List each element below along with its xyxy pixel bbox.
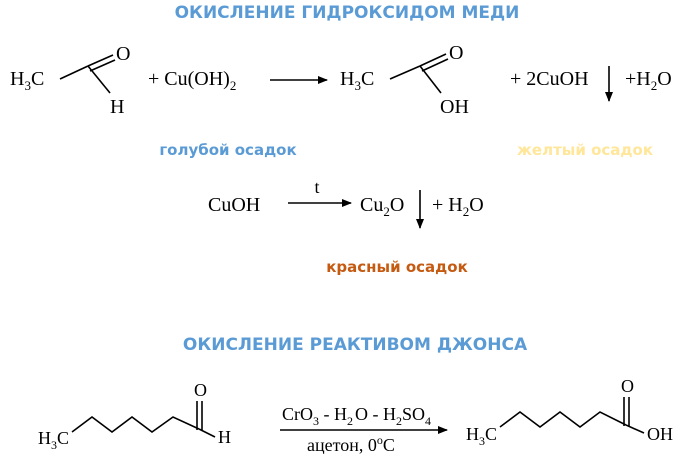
hexanoic-acid-chain [499, 411, 627, 428]
hexanoic-acid-o: O [621, 376, 634, 396]
acetic-acid-h3c: H3C [340, 68, 374, 93]
heat-label: t [314, 177, 319, 197]
label-red-precipitate: красный осадок [326, 258, 468, 276]
acetaldehyde-o: O [116, 43, 130, 65]
hexanoic-acid-oh: OH [647, 424, 673, 444]
acetaldehyde-bond-c-o-2 [89, 59, 116, 72]
acetic-acid-bond-c-oh [419, 65, 442, 94]
hexanal-o: O [194, 380, 207, 400]
copper-i-hydroxide: + 2CuOH [510, 68, 589, 90]
acetic-acid-bond-c-c [389, 65, 421, 80]
water-product-2: + H2O [432, 194, 484, 219]
reaction-2: CuOH t Cu2O + H2O [208, 177, 484, 229]
acetaldehyde-h3c: H3C [10, 68, 44, 93]
acetic-acid-oh: OH [440, 96, 469, 118]
acetaldehyde-bond-c-o-1 [87, 54, 114, 67]
reaction-1: H3C O H + Cu(OH)2 H3C O OH + 2CuOH +H2O [10, 42, 672, 118]
hexanoic-acid-bond-c-oh [625, 424, 645, 434]
acetic-acid-bond-c-o-1 [419, 53, 447, 67]
hexanal-bond-c-h [198, 428, 216, 438]
acetic-acid-o: O [449, 42, 463, 64]
label-yellow-precipitate: желтый осадок [517, 141, 653, 159]
copper-i-oxide: Cu2O [360, 194, 404, 219]
cuoh-reactant: CuOH [208, 194, 260, 216]
hexanoic-acid-h3c: H3C [466, 424, 497, 448]
acetaldehyde-h: H [110, 96, 124, 118]
hexanal-h: H [218, 427, 231, 447]
acetaldehyde-bond-c-c [59, 65, 89, 80]
hexanal-chain [71, 416, 200, 433]
acetic-acid-bond-c-o-2 [421, 58, 449, 72]
reaction-conditions: ацетон, 0oC [307, 433, 395, 454]
acetaldehyde-bond-c-h [87, 65, 111, 94]
copper-hydroxide: + Cu(OH)2 [148, 68, 236, 93]
water-product-1: +H2O [625, 68, 672, 93]
label-blue-precipitate: голубой осадок [159, 141, 296, 159]
heading-copper-oxidation: ОКИСЛЕНИЕ ГИДРОКСИДОМ МЕДИ [175, 3, 520, 23]
hexanal-h3c: H3C [38, 428, 69, 452]
heading-jones-oxidation: ОКИСЛЕНИЕ РЕАКТИВОМ ДЖОНСА [183, 335, 528, 355]
